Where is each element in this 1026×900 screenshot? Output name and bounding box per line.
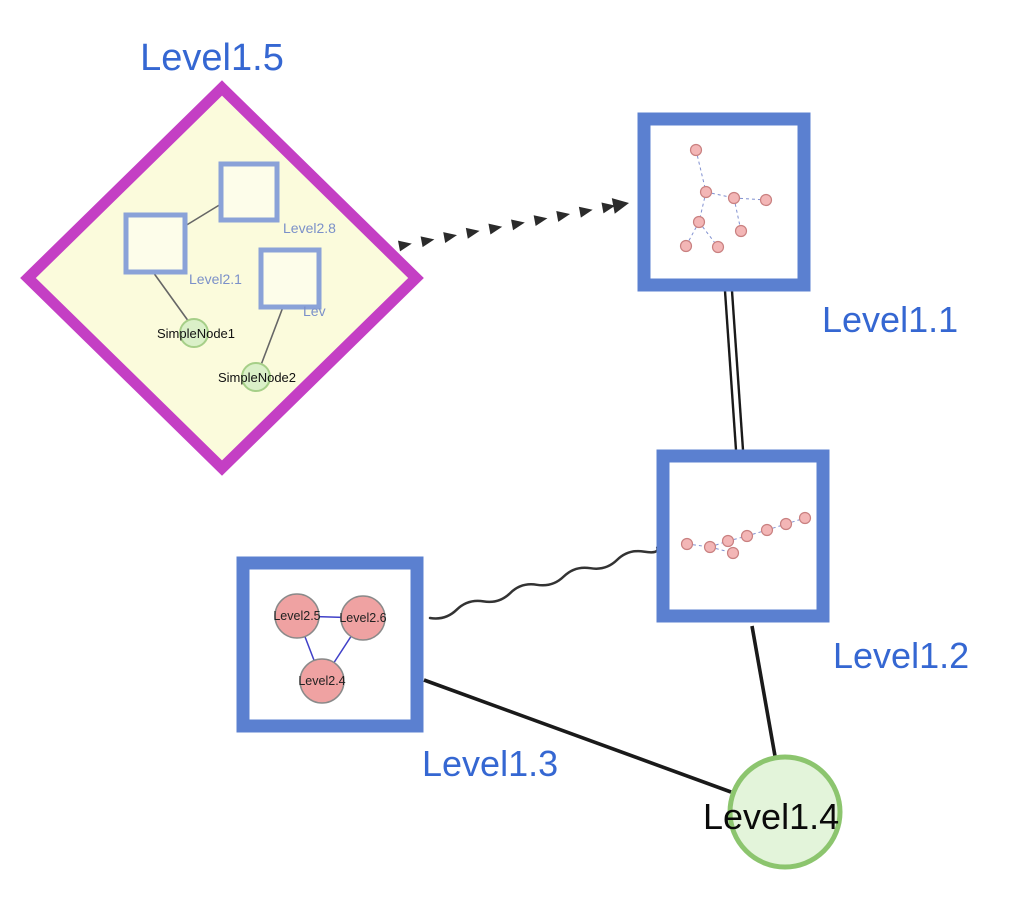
edge-level21-simplenode1[interactable]	[152, 271, 190, 323]
label-level2-8: Level2.8	[283, 220, 336, 236]
mini-edge[interactable]	[705, 191, 735, 199]
edge-line[interactable]	[723, 290, 738, 451]
edge-level12-level14[interactable]	[750, 625, 777, 757]
mini-node[interactable]	[740, 529, 754, 543]
mini-edge[interactable]	[685, 221, 700, 247]
node-level1-4[interactable]	[727, 754, 843, 870]
mini-node[interactable]	[711, 240, 725, 254]
node-level2-4[interactable]	[299, 658, 345, 704]
mini-node[interactable]	[734, 224, 748, 238]
group-node-level1-5[interactable]	[20, 80, 424, 476]
node-simplenode2[interactable]	[241, 362, 271, 392]
label-level1-3: Level1.3	[422, 743, 558, 784]
mini-edge[interactable]	[695, 149, 707, 193]
mini-node[interactable]	[760, 523, 774, 537]
node-level2-8[interactable]	[218, 161, 280, 223]
label-level1-1: Level1.1	[822, 299, 958, 340]
label-simplenode1: SimpleNode1	[157, 326, 235, 341]
edge-level15-level11[interactable]	[397, 198, 629, 252]
label-level1-2: Level1.2	[833, 635, 969, 676]
mini-node[interactable]	[726, 546, 740, 560]
level15-inner-edges	[152, 203, 284, 366]
label-lev: Lev	[303, 303, 326, 319]
node-simplenode1[interactable]	[179, 318, 209, 348]
level11-inner-nodes	[679, 143, 773, 254]
edge-level11-level12[interactable]	[723, 290, 745, 451]
mini-node[interactable]	[689, 143, 703, 157]
mini-node[interactable]	[779, 517, 793, 531]
mini-node[interactable]	[699, 185, 713, 199]
mini-node[interactable]	[680, 537, 694, 551]
level11-inner-graph	[679, 143, 773, 254]
mini-node[interactable]	[692, 215, 706, 229]
edge-lev-simplenode2[interactable]	[260, 306, 284, 366]
label-level2-1: Level2.1	[189, 271, 242, 287]
mini-node[interactable]	[679, 239, 693, 253]
mini-node[interactable]	[759, 193, 773, 207]
mini-node[interactable]	[703, 540, 717, 554]
label-level2-6: Level2.6	[339, 611, 386, 625]
label-level1-5: Level1.5	[140, 37, 284, 79]
edge-line[interactable]	[730, 290, 745, 451]
node-level2-5[interactable]	[274, 593, 320, 639]
label-simplenode2: SimpleNode2	[218, 370, 296, 385]
mini-node[interactable]	[721, 534, 735, 548]
edge-level13-level12[interactable]	[428, 546, 659, 620]
mini-node[interactable]	[798, 511, 812, 525]
group-node-level1-1[interactable]	[637, 112, 811, 292]
node-level2-6[interactable]	[340, 595, 386, 641]
edge-level21-level28[interactable]	[184, 203, 222, 227]
edge-level13-level14[interactable]	[423, 678, 732, 794]
level12-inner-graph	[680, 511, 812, 560]
label-level2-4: Level2.4	[298, 674, 345, 688]
node-lev[interactable]	[258, 247, 322, 310]
label-level1-4: Level1.4	[703, 796, 839, 837]
label-level2-5: Level2.5	[273, 609, 320, 623]
mini-node[interactable]	[727, 191, 741, 205]
level12-inner-nodes	[680, 511, 812, 560]
node-level2-1[interactable]	[123, 212, 188, 275]
level13-inner-graph: Level2.5 Level2.6 Level2.4	[273, 593, 387, 704]
